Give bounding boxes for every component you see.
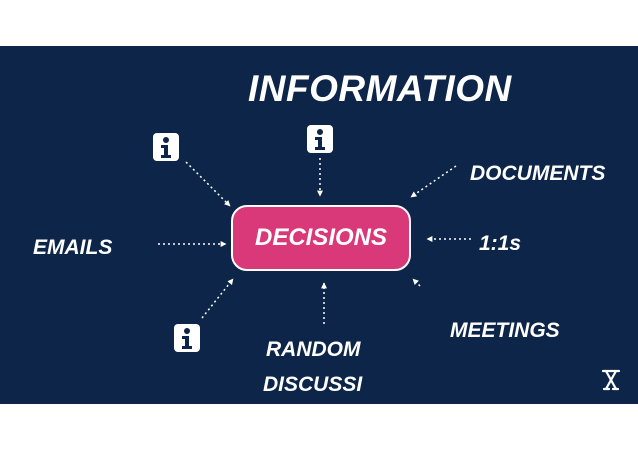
random-label-line1: RANDOM [266, 338, 361, 361]
decisions-label: DECISIONS [254, 224, 388, 251]
info-icon [307, 125, 333, 153]
info-icon [153, 133, 179, 161]
arrow-info-bottom-left [201, 278, 234, 319]
decisions-box: DECISIONS [231, 205, 411, 271]
one-on-ones-label: 1:1s [479, 232, 522, 255]
meetings-label: MEETINGS [450, 319, 560, 342]
slide: INFORMATION DECISIONS DOCUMENTS EMAILS 1… [0, 46, 638, 404]
documents-label: DOCUMENTS [470, 162, 606, 185]
random-label-line2: DISCUSSI [263, 373, 363, 396]
info-icon [174, 324, 200, 352]
atlassian-logo-icon [601, 369, 621, 391]
arrow-connectors [158, 158, 471, 324]
arrow-meetings [412, 278, 421, 287]
arrow-info-top-left [185, 161, 231, 207]
diagram-title: INFORMATION [248, 68, 512, 109]
arrow-documents [410, 165, 457, 198]
emails-label: EMAILS [33, 236, 113, 259]
